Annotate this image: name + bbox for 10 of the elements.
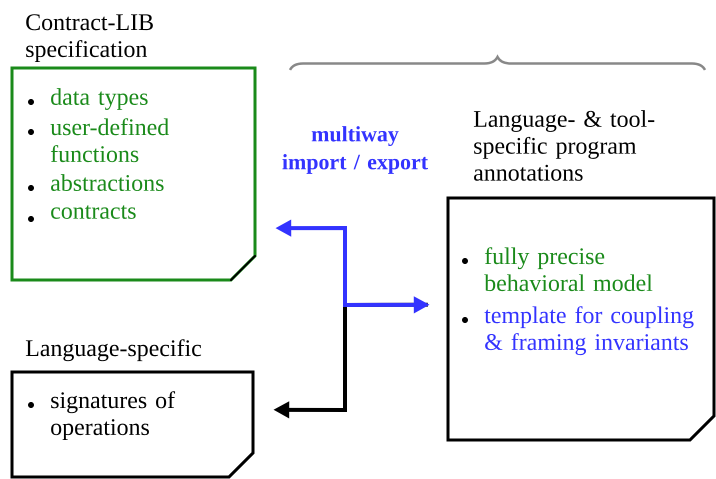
edge-label: multiway import / export bbox=[282, 126, 428, 174]
bullet-item: abstractions bbox=[28, 174, 164, 191]
bullet-item: template for coupling & framing invariants bbox=[462, 306, 694, 356]
bullet-item: contracts bbox=[28, 205, 136, 222]
heading: Language-specific bbox=[26, 339, 202, 362]
heading: Contract-LIB specification bbox=[26, 14, 153, 62]
bullet-item: fully precise behavioral model bbox=[462, 247, 652, 292]
bullet-item: data types bbox=[28, 88, 148, 110]
bullet-item: signatures of operations bbox=[28, 391, 176, 440]
heading: Language- & tool-specific program annotations bbox=[474, 110, 654, 181]
